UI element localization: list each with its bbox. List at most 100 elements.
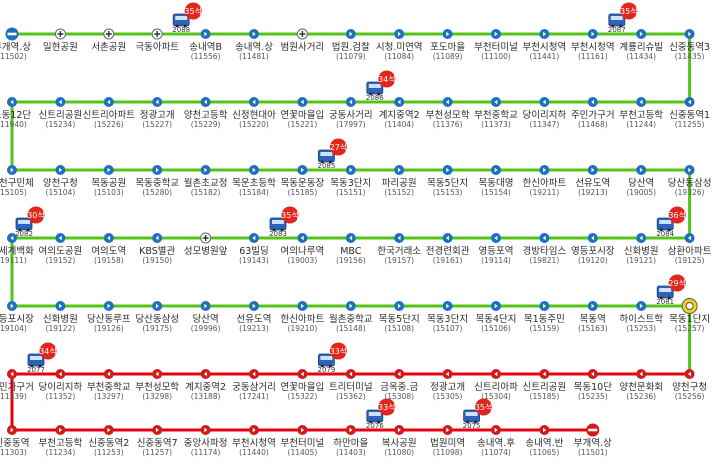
stop-marker[interactable]: 연꽃마을입(15322) — [281, 369, 325, 401]
stop-marker[interactable]: 당산역(19005) — [626, 165, 656, 197]
stop-marker[interactable]: 여의도역(19158) — [91, 233, 126, 265]
stop-marker[interactable]: 당이리지하(11347) — [523, 97, 567, 129]
stop-marker[interactable]: 신트리공원(15234) — [39, 97, 83, 129]
stop-marker[interactable]: 신트리아파트(15226) — [83, 97, 136, 129]
stop-marker[interactable]: 선유도역(19213) — [237, 301, 272, 333]
stop-marker[interactable]: 목동역(15163) — [578, 301, 608, 333]
stop-marker[interactable]: 여의나루역(19003) — [281, 233, 325, 265]
stop-marker[interactable]: 부개역.상(11501) — [574, 423, 612, 458]
stop-marker[interactable]: 영등포시장(19104) — [0, 301, 34, 333]
stop-marker[interactable]: 도동12단(11940) — [0, 97, 31, 129]
stop-marker[interactable]: 부천시청역(11441) — [523, 29, 567, 61]
stop-marker[interactable]: 영등포시장(19120) — [571, 233, 615, 265]
stop-marker[interactable]: 포도마을(11089) — [430, 29, 465, 61]
stop-marker[interactable]: 월촌초교정(15182) — [184, 165, 228, 197]
stop-marker[interactable]: 정광고개(15227) — [140, 97, 175, 129]
stop-marker[interactable]: 선유도역(19213) — [575, 165, 610, 197]
stop-marker[interactable]: 양천문화회(15236) — [619, 369, 663, 401]
stop-marker[interactable]: 목동10단(15235) — [574, 369, 613, 401]
stop-marker[interactable]: 목동대명(15154) — [479, 165, 514, 197]
stop-marker[interactable]: 양천구민체(15105) — [0, 165, 34, 197]
stop-marker[interactable]: 신중동역2(11253) — [88, 425, 129, 457]
stop-marker[interactable]: 송내역.반(11065) — [525, 425, 564, 457]
stop-marker[interactable]: KBS별관(19150) — [139, 233, 176, 265]
stop-marker[interactable]: 목1동주민(15159) — [524, 301, 565, 333]
stop-marker[interactable]: 법원.검찰(11079) — [332, 29, 370, 61]
stop-marker[interactable]: 당산동삼성(19175) — [135, 301, 179, 333]
stop-marker[interactable]: 일현공원 — [43, 28, 78, 53]
stop-marker[interactable]: 부천고등학(11234) — [39, 425, 83, 457]
stop-marker[interactable]: 부천중학교(13297) — [87, 369, 131, 401]
stop-marker[interactable]: 목동공원(15103) — [91, 165, 126, 197]
stop-marker[interactable]: 신중동역(11303) — [0, 425, 29, 457]
stop-marker[interactable]: 영등포역(19114) — [479, 233, 514, 265]
stop-marker[interactable]: 목동운동장(15185) — [281, 165, 325, 197]
stop-marker[interactable]: 목동3단지(15151) — [330, 165, 371, 197]
stop-marker[interactable]: 부천고등학(11244) — [619, 97, 663, 129]
stop-marker[interactable]: 궁동사거리(17997) — [329, 97, 373, 129]
stop-marker[interactable]: 주민가구거(11339) — [0, 369, 34, 401]
stop-marker[interactable]: 부천시청역(11161) — [571, 29, 615, 61]
stop-marker[interactable]: 하이스트학(15253) — [619, 301, 663, 333]
stop-marker[interactable]: 부개역.상(11502) — [0, 27, 31, 62]
stop-marker[interactable]: 부천성모학(13298) — [135, 369, 179, 401]
stop-marker[interactable]: 부천터미널(11100) — [474, 29, 518, 61]
stop-marker[interactable]: 당이리지하(11352) — [39, 369, 83, 401]
stop-marker[interactable]: 성모병원앞 — [184, 232, 228, 257]
stop-marker[interactable]: 송내역.후(11074) — [477, 425, 515, 457]
stop-marker[interactable]: 극동아파트 — [135, 28, 179, 53]
stop-marker[interactable]: 신트리아파(15304) — [474, 369, 518, 401]
stop-marker[interactable]: 신중동역7(11257) — [137, 425, 178, 457]
stop-marker[interactable]: 부천시청역(11440) — [232, 425, 276, 457]
stop-marker[interactable]: 당산동루프(19126) — [87, 301, 131, 333]
stop-marker[interactable]: 양천고등학(15229) — [184, 97, 228, 129]
stop-marker[interactable]: 신정현대아(15220) — [232, 97, 276, 129]
stop-marker[interactable]: 범원사거리 — [281, 28, 325, 53]
stop-marker[interactable]: 송내역B(11556) — [189, 29, 222, 61]
stop-marker[interactable]: 정광고개(15305) — [430, 369, 465, 401]
stop-marker[interactable]: 목동1단지(15257) — [669, 298, 710, 334]
stop-marker[interactable]: 중앙사파정(11174) — [184, 425, 228, 457]
stop-marker[interactable]: 트리터미널(15362) — [329, 369, 373, 401]
stop-marker[interactable]: 서촌공원 — [91, 28, 126, 53]
stop-marker[interactable]: 경방타임스(19821) — [523, 233, 567, 265]
stop-marker[interactable]: 시청.미연역(11084) — [376, 29, 423, 61]
stop-marker[interactable]: 한국거래소(19157) — [377, 233, 421, 265]
stop-marker[interactable]: 목동중학교(15280) — [135, 165, 179, 197]
stop-marker[interactable]: 금옥중.금(15308) — [380, 369, 418, 401]
stop-marker[interactable]: 한신아파트(19211) — [523, 165, 567, 197]
stop-marker[interactable]: 하만마을(11403) — [333, 425, 369, 457]
stop-marker[interactable]: MBC(19156) — [336, 233, 366, 265]
stop-marker[interactable]: 계지중역2(13188) — [185, 369, 226, 401]
stop-marker[interactable]: 신화병원(19122) — [43, 301, 78, 333]
stop-marker[interactable]: 목동5단지(15108) — [379, 301, 420, 333]
stop-marker[interactable]: 양천구청(15256) — [672, 369, 707, 401]
stop-marker[interactable]: 목동3단지(15107) — [427, 301, 468, 333]
stop-marker[interactable]: 주민가구거(11468) — [571, 97, 615, 129]
stop-marker[interactable]: 목동5단지(15153) — [427, 165, 468, 197]
stop-marker[interactable]: 양천구청(15104) — [43, 165, 78, 197]
stop-marker[interactable]: 월촌중학교(15148) — [329, 301, 373, 333]
stop-marker[interactable]: 전경련회관(19161) — [426, 233, 470, 265]
stop-marker[interactable]: 한신아파트(19210) — [281, 301, 325, 333]
stop-marker[interactable]: 파리공원(15152) — [382, 165, 417, 197]
stop-marker[interactable]: 신중동역1(11255) — [669, 97, 710, 129]
stop-marker[interactable]: 복사공원(11080) — [382, 425, 417, 457]
stop-marker[interactable]: 신중동역3(11435) — [669, 29, 710, 61]
stop-marker[interactable]: 목동4단지(15106) — [475, 301, 517, 333]
stop-marker[interactable]: 63빌딩(19143) — [239, 233, 269, 265]
stop-marker[interactable]: 부천터미널(11405) — [281, 425, 325, 457]
stop-marker[interactable]: 부천중학교(11373) — [474, 97, 518, 129]
stop-marker[interactable]: 여의도공원(19152) — [39, 233, 83, 265]
